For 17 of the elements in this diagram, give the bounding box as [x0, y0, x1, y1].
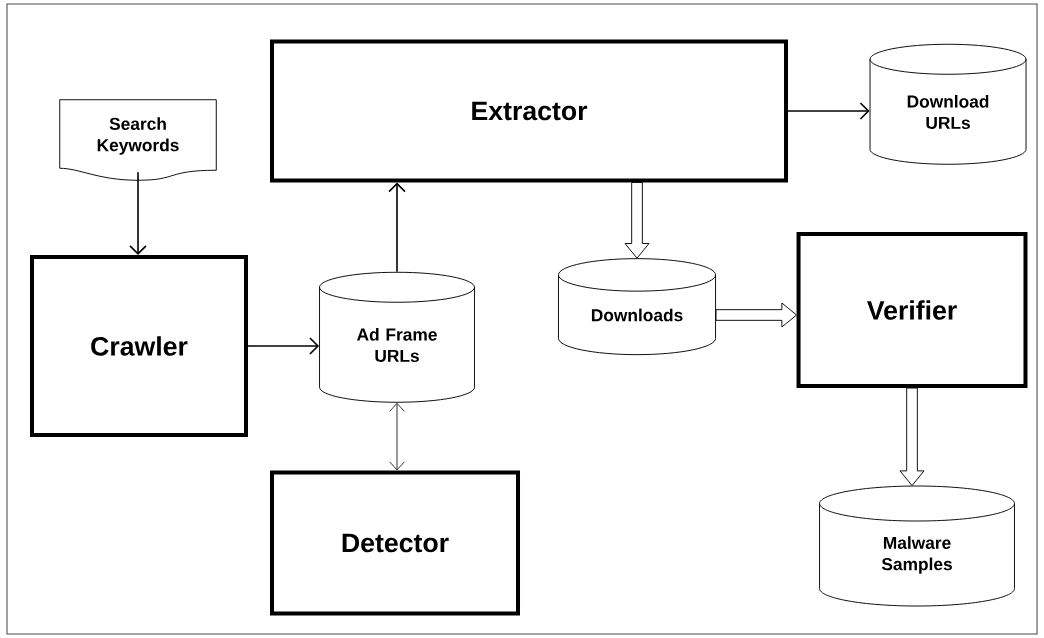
arrow: [787, 102, 870, 120]
arrow: [247, 337, 320, 355]
block-arrow: [715, 302, 797, 328]
process-box: Verifier: [796, 232, 1028, 388]
database-cylinder: Download URLs: [869, 43, 1027, 165]
document-shape: Search Keywords: [59, 99, 217, 181]
process-box: Extractor: [270, 39, 788, 183]
database-cylinder: Malware Samples: [819, 485, 1015, 607]
process-box: Crawler: [30, 255, 248, 437]
block-arrow: [899, 387, 925, 487]
process-box: Detector: [270, 470, 520, 616]
database-cylinder: Downloads: [558, 258, 716, 356]
block-arrow: [624, 182, 650, 259]
arrow: [129, 171, 147, 255]
arrow: [389, 402, 405, 471]
database-cylinder: Ad Frame URLs: [319, 271, 475, 403]
arrow: [388, 182, 406, 273]
